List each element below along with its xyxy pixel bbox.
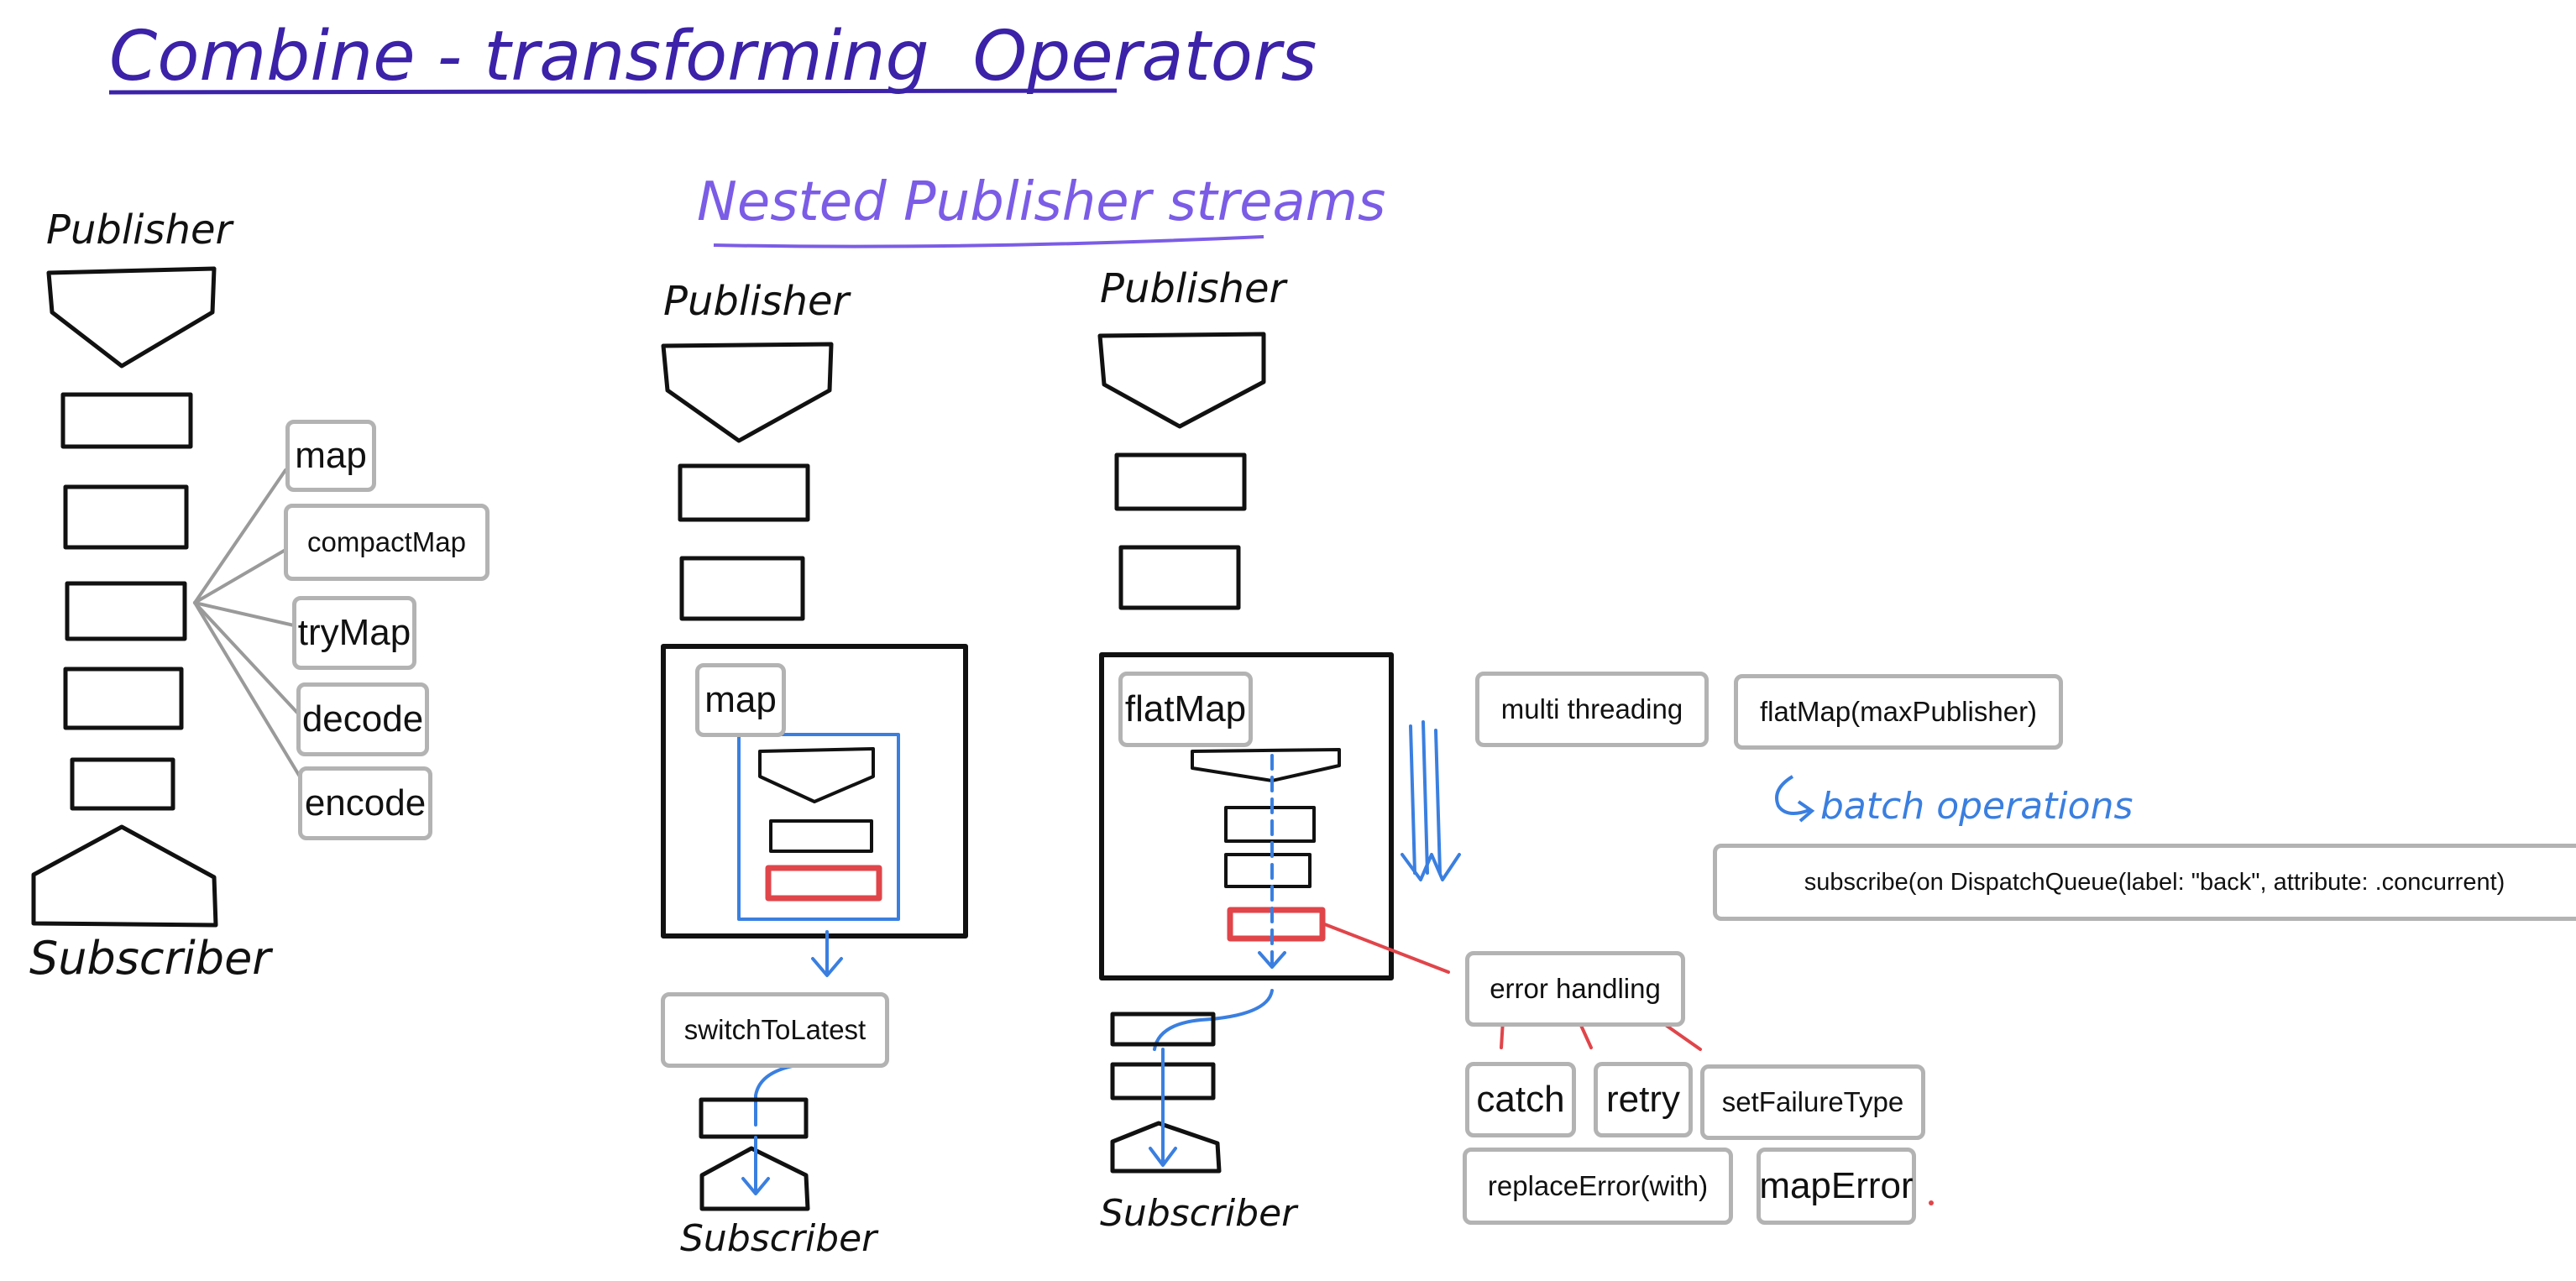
middle-inner-error-box [765, 865, 882, 902]
operator-retry: retry [1594, 1062, 1693, 1137]
left-stream-box [63, 484, 189, 550]
threading-arrows [1401, 720, 1461, 881]
error-handling-label: error handling [1465, 951, 1685, 1027]
batch-note-text: batch operations [1820, 785, 2133, 828]
middle-switch-connector [754, 1063, 804, 1127]
right-subscriber-shape [1110, 1121, 1222, 1174]
right-publisher-label: Publisher [1100, 265, 1288, 312]
middle-stream-box [679, 556, 805, 621]
operator-flatmap: flatMap [1118, 672, 1253, 747]
right-subscriber-label: Subscriber [1100, 1192, 1299, 1235]
batch-note: batch operations [1775, 775, 2133, 828]
right-publisher-shape [1097, 332, 1266, 429]
middle-publisher-label: Publisher [663, 278, 851, 325]
operator-replaceerror: replaceError(with) [1463, 1148, 1733, 1225]
middle-subscriber-arrow [741, 1136, 770, 1195]
right-inner-error-box [1227, 907, 1326, 942]
page-title: Combine - transforming Operators [109, 17, 1317, 97]
left-operator-connectors [193, 468, 304, 782]
right-stream-box [1114, 452, 1247, 511]
right-stream-box [1110, 1012, 1216, 1047]
operator-encode: encode [298, 766, 432, 840]
right-diagram: Publisher Subscribe [1097, 265, 1702, 1235]
middle-stream-box [678, 463, 810, 522]
section-title-underline [713, 235, 1264, 248]
left-diagram: Publisher Subscriber [29, 207, 304, 985]
title-underline [108, 88, 1118, 95]
operator-decode: decode [296, 682, 429, 756]
middle-publisher-shape [661, 342, 834, 443]
right-merge-connector [1153, 989, 1274, 1051]
operator-switchtolatest: switchToLatest [661, 992, 889, 1068]
operator-catch: catch [1465, 1062, 1576, 1137]
section-title: Nested Publisher streams [697, 171, 1385, 233]
middle-inner-stream [737, 733, 900, 921]
left-stream-box [70, 757, 175, 811]
middle-diagram: Publisher Subscriber [661, 278, 968, 1260]
middle-blue-arrow [811, 930, 843, 977]
middle-subscriber-shape [699, 1146, 810, 1211]
subscribe-on-queue: subscribe(on DispatchQueue(label: "back"… [1713, 844, 2576, 921]
operator-map: map [285, 420, 376, 492]
left-subscriber-shape [31, 824, 218, 928]
left-stream-box [65, 581, 187, 641]
threading-label: multi threading [1475, 672, 1709, 747]
stray-dot [1929, 1200, 1934, 1205]
flatmap-max-publisher: flatMap(maxPublisher) [1734, 674, 2063, 750]
right-inner-box [1224, 853, 1312, 888]
right-stream-box [1118, 545, 1241, 610]
left-stream-box [63, 667, 184, 730]
middle-inner-publisher-shape [758, 747, 875, 803]
middle-nested-frame [661, 644, 968, 939]
batch-curl-icon [1775, 775, 1810, 815]
right-subscriber-arrow [1149, 1048, 1177, 1167]
left-publisher-label: Publisher [46, 207, 234, 254]
middle-stream-box [699, 1097, 809, 1139]
operator-maperror: mapError [1757, 1148, 1916, 1225]
middle-subscriber-label: Subscriber [680, 1217, 879, 1260]
left-publisher-shape [46, 266, 217, 369]
left-subscriber-label: Subscriber [29, 932, 273, 985]
right-inner-stream [1258, 754, 1286, 969]
right-inner-box [1224, 806, 1316, 843]
left-stream-box [60, 392, 193, 449]
operator-inner-map: map [695, 663, 786, 737]
operator-setfailuretype: setFailureType [1700, 1064, 1925, 1140]
middle-inner-box [769, 819, 873, 853]
operator-compactmap: compactMap [284, 504, 490, 581]
right-nested-frame [1099, 652, 1394, 980]
operator-trymap: tryMap [292, 596, 416, 670]
right-inner-publisher-shape [1191, 748, 1341, 782]
